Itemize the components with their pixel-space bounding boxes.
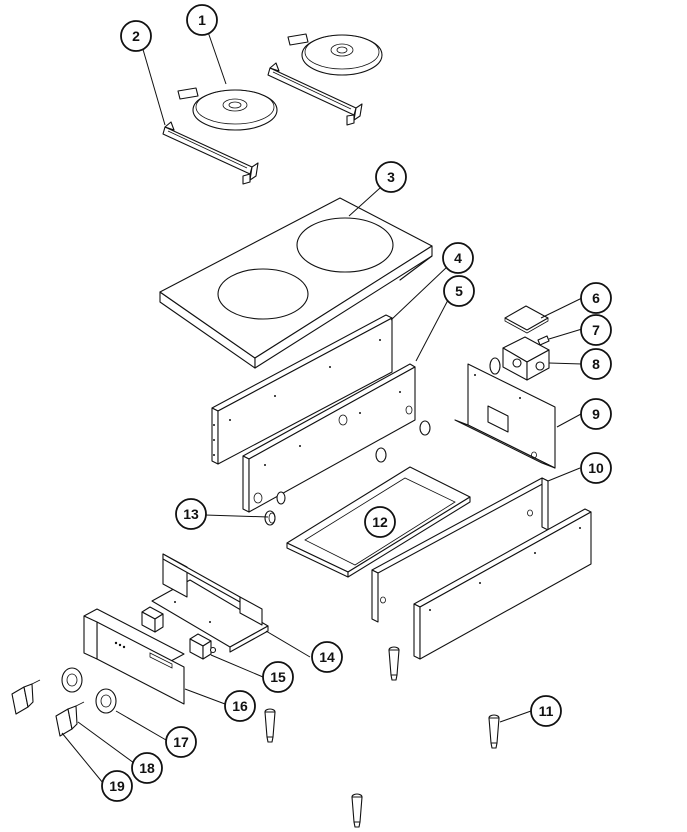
callout-7: 7 [580, 314, 612, 346]
callout-circle [120, 20, 152, 52]
callout-circle [580, 314, 612, 346]
callout-3: 3 [375, 161, 407, 193]
callout-number: 11 [539, 703, 554, 719]
part-11-leg-b [264, 708, 276, 743]
callout-number: 3 [387, 169, 395, 185]
part-11-leg-d [351, 793, 363, 828]
part-7-clip [537, 335, 550, 346]
callout-circle [443, 275, 475, 307]
callout-14: 14 [311, 641, 343, 673]
callout-number: 2 [132, 28, 140, 44]
part-1-hot-plate-front [177, 87, 278, 131]
callout-1: 1 [186, 4, 218, 36]
callout-number: 12 [372, 514, 388, 530]
callout-number: 15 [270, 669, 286, 685]
part-4-rear-panel [211, 314, 393, 465]
callout-circle [580, 348, 612, 380]
callout-5: 5 [443, 275, 475, 307]
callout-circle [580, 398, 612, 430]
callout-circle [580, 282, 612, 314]
callout-18: 18 [131, 752, 163, 784]
front-skirt-panel [413, 508, 592, 660]
part-17-dial-ring-b [95, 688, 117, 714]
callout-12: 12 [364, 506, 396, 538]
callout-17: 17 [165, 726, 197, 758]
callout-circle [262, 661, 294, 693]
callout-number: 8 [592, 356, 600, 372]
callout-16: 16 [224, 690, 256, 722]
callout-number: 10 [588, 460, 604, 476]
callout-circle [101, 770, 133, 802]
callout-number: 1 [198, 12, 206, 28]
part-3-top-panel [159, 197, 433, 369]
callout-circle [175, 498, 207, 530]
part-11-leg-a [388, 646, 400, 681]
part-11-leg-c [488, 714, 500, 749]
callout-13: 13 [175, 498, 207, 530]
callout-circle [442, 242, 474, 274]
callout-number: 16 [232, 698, 248, 714]
callout-circle [186, 4, 218, 36]
callout-circle [530, 695, 562, 727]
callout-number: 19 [109, 778, 125, 794]
callout-number: 7 [592, 322, 600, 338]
callout-8: 8 [580, 348, 612, 380]
callout-6: 6 [580, 282, 612, 314]
callout-10: 10 [580, 452, 612, 484]
part-13-bushing [264, 510, 276, 526]
callout-circle [375, 161, 407, 193]
leader-lines [61, 28, 583, 784]
part-14-control-shelf [151, 553, 269, 653]
callout-number: 5 [455, 283, 463, 299]
callout-circle [364, 506, 396, 538]
part-15-switch-a [141, 606, 164, 633]
part-2-bracket-front [162, 121, 259, 185]
callout-11: 11 [530, 695, 562, 727]
callout-number: 13 [183, 506, 199, 522]
part-9-side-panel [454, 363, 556, 469]
callout-circle [224, 690, 256, 722]
callout-number: 9 [592, 406, 600, 422]
part-19-knob-b [55, 701, 85, 737]
callout-circle [580, 452, 612, 484]
part-6-box-cover [504, 305, 549, 334]
callout-circle [131, 752, 163, 784]
part-2-bracket-rear [267, 62, 363, 126]
callout-4: 4 [442, 242, 474, 274]
callout-circle [311, 641, 343, 673]
part-19-knob-a [11, 679, 41, 715]
part-16-control-panel [83, 608, 185, 705]
callout-number: 14 [319, 649, 335, 665]
callout-number: 17 [173, 734, 189, 750]
callout-19: 19 [101, 770, 133, 802]
callout-number: 4 [454, 250, 462, 266]
part-15-switch-b [189, 633, 217, 660]
callout-number: 6 [592, 290, 600, 306]
part-8-junction-box [489, 336, 550, 381]
callout-circle [165, 726, 197, 758]
part-1-hot-plate-rear [287, 33, 383, 76]
part-5-inner-panel [242, 363, 431, 513]
callout-number: 18 [139, 760, 155, 776]
part-10-side-frame [371, 477, 549, 623]
callout-15: 15 [262, 661, 294, 693]
callout-9: 9 [580, 398, 612, 430]
callout-2: 2 [120, 20, 152, 52]
part-17-dial-ring-a [61, 667, 83, 693]
